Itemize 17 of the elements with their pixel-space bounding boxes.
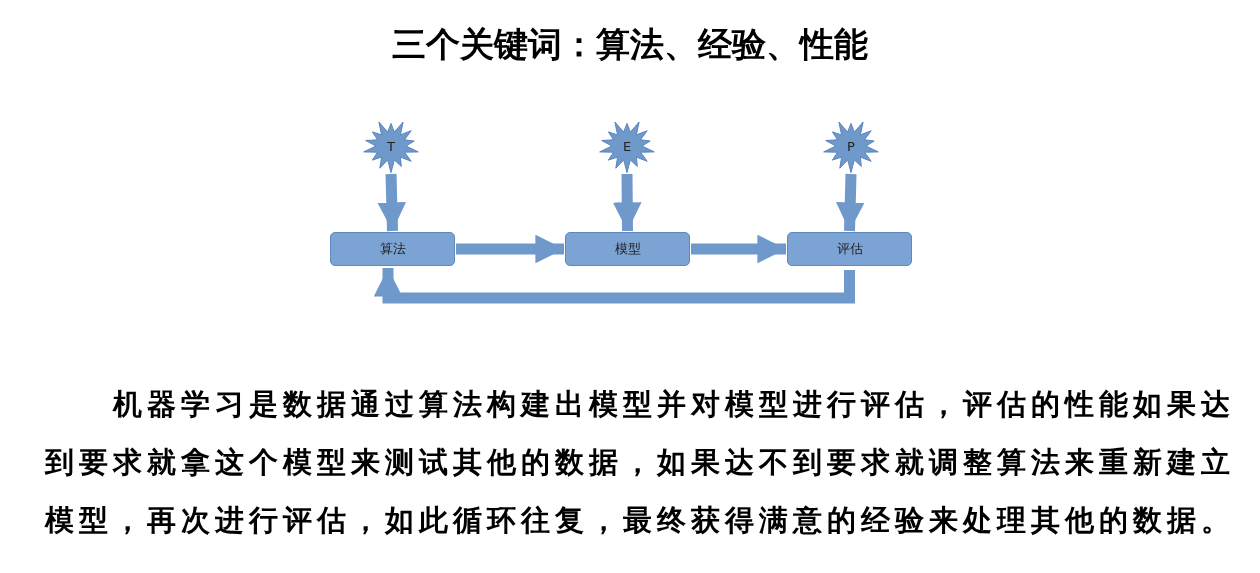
node-label: 算法 (379, 240, 406, 258)
block-arrow (373, 268, 855, 304)
node-label: T (387, 138, 395, 154)
node-label: 模型 (614, 240, 641, 258)
node-label: 评估 (836, 240, 863, 258)
node-label: P (847, 138, 855, 154)
block-arrow (835, 173, 865, 232)
block-arrow (377, 173, 407, 232)
process-box (787, 232, 912, 266)
block-arrow (691, 234, 786, 264)
block-arrow (612, 173, 642, 232)
block-arrow (456, 234, 564, 264)
body-paragraph: 机器学习是数据通过算法构建出模型并对模型进行评估，评估的性能如果达到要求就拿这个模型来测试其他的数据，如果达不到要求就调整算法来重新建立模型，再次进行评估，如此循环往复，最终获得满意的经验来处理其他的数据。 (45, 386, 1236, 539)
process-box (565, 232, 690, 266)
title: 三个关键词：算法、经验、性能 (391, 23, 869, 66)
node-label: E (622, 138, 632, 154)
process-box (330, 232, 455, 266)
